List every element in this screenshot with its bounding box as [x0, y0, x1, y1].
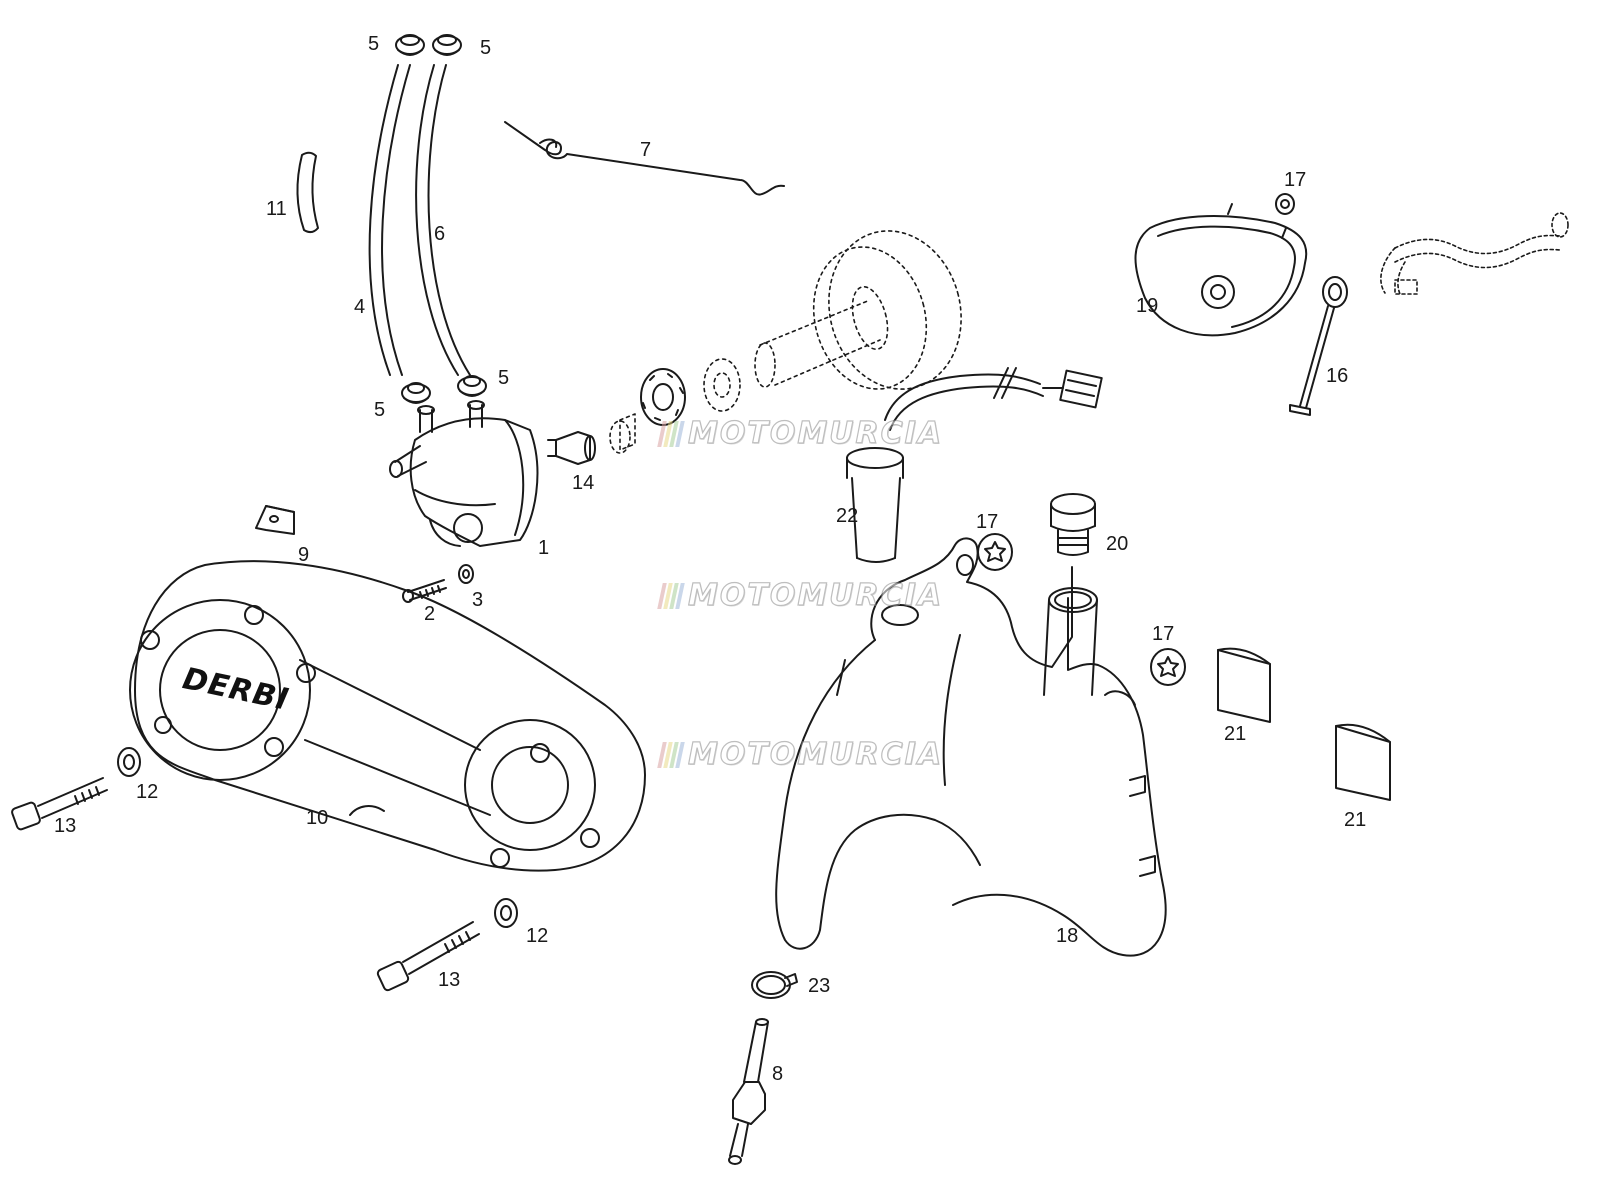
oil-tank-18	[775, 537, 1167, 957]
bearing	[640, 368, 686, 426]
hose-clip-mid-right	[457, 375, 487, 397]
harness-dotted	[1380, 212, 1569, 295]
callout-13-upper: 13	[54, 815, 77, 837]
callout-17-right: 17	[1152, 623, 1175, 645]
tube-11	[296, 151, 319, 234]
callout-23: 23	[808, 975, 831, 997]
callout-21-upper: 21	[1224, 723, 1247, 745]
pad-21-lower	[1335, 723, 1391, 801]
hose-clip-mid-left	[401, 382, 431, 404]
cap-cover-19	[1134, 203, 1308, 337]
grommet-9	[255, 505, 295, 535]
callout-14: 14	[572, 472, 595, 494]
watermark-middle: MOTOMURCIA	[657, 577, 944, 614]
oil-pump-1	[389, 400, 539, 547]
star-washer-17-mid	[977, 533, 1013, 571]
bolt-13-upper	[11, 777, 108, 831]
watermark-text: MOTOMURCIA	[687, 415, 944, 451]
callout-8: 8	[772, 1063, 784, 1085]
fitting-14	[547, 431, 596, 465]
level-sensor-8	[728, 1018, 769, 1165]
hose-6	[415, 64, 471, 376]
hose-clip-top-left	[395, 34, 425, 56]
dipstick-16	[1289, 276, 1348, 416]
star-washer-17-top	[1275, 193, 1295, 215]
watermark-stripes	[657, 420, 685, 447]
callout-12-lower: 12	[526, 925, 549, 947]
callout-13-lower: 13	[438, 969, 461, 991]
callout-20: 20	[1106, 533, 1129, 555]
callout-4: 4	[354, 296, 366, 318]
callout-17-top: 17	[1284, 169, 1307, 191]
callout-5-mid-left: 5	[374, 399, 386, 421]
callout-6: 6	[434, 223, 446, 245]
callout-16: 16	[1326, 365, 1349, 387]
callout-9: 9	[298, 544, 310, 566]
washer-12-lower	[494, 898, 518, 928]
watermark-upper: MOTOMURCIA	[657, 415, 944, 452]
bolt-13-lower	[376, 921, 480, 992]
callout-3: 3	[472, 589, 484, 611]
star-washer-17-right	[1150, 648, 1186, 686]
wire-spring-7	[504, 121, 785, 196]
callout-18: 18	[1056, 925, 1079, 947]
callout-10: 10	[306, 807, 329, 829]
washer-3	[458, 564, 474, 584]
callout-19: 19	[1136, 295, 1159, 317]
callout-7: 7	[640, 139, 652, 161]
hose-4	[368, 64, 411, 376]
watermark-text: MOTOMURCIA	[687, 736, 944, 772]
callout-1: 1	[538, 537, 550, 559]
clamp-23	[751, 971, 798, 999]
plug-20	[1050, 493, 1096, 556]
callout-17-mid: 17	[976, 511, 999, 533]
hose-clip-top-right	[432, 34, 462, 56]
sensor-wire	[884, 367, 1103, 431]
watermark-text: MOTOMURCIA	[687, 577, 944, 613]
callout-21-lower: 21	[1344, 809, 1367, 831]
callout-5-top-left: 5	[368, 33, 380, 55]
callout-2: 2	[424, 603, 436, 625]
callout-11: 11	[266, 198, 287, 220]
watermark-stripes	[657, 741, 685, 768]
pad-21-upper	[1217, 647, 1271, 723]
transmission-cover-10	[129, 560, 646, 872]
callout-22: 22	[836, 505, 859, 527]
callout-5-top-right: 5	[480, 37, 492, 59]
filler-tube-22	[846, 447, 904, 563]
callout-12-upper: 12	[136, 781, 159, 803]
watermark-stripes	[657, 582, 685, 609]
callout-5-mid-right: 5	[498, 367, 510, 389]
watermark-lower: MOTOMURCIA	[657, 736, 944, 773]
washer-12-upper	[117, 747, 141, 777]
